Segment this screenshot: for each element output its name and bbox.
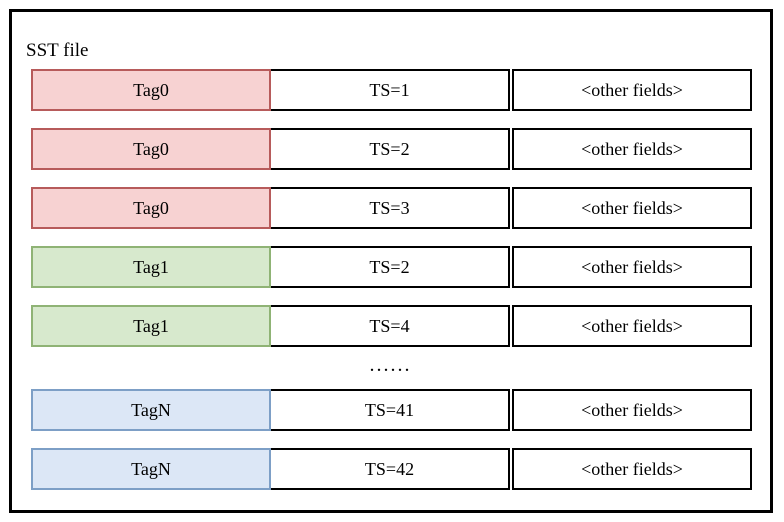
ellipsis-marker: ......: [369, 353, 412, 376]
record-row: Tag0 TS=3 <other fields>: [31, 187, 752, 229]
tag-cell: TagN: [31, 389, 271, 431]
other-fields-cell: <other fields>: [512, 187, 752, 229]
timestamp-cell: TS=4: [271, 305, 510, 347]
record-row: Tag0 TS=2 <other fields>: [31, 128, 752, 170]
timestamp-cell: TS=2: [271, 246, 510, 288]
timestamp-cell: TS=42: [271, 448, 510, 490]
record-row: Tag1 TS=2 <other fields>: [31, 246, 752, 288]
other-fields-cell: <other fields>: [512, 389, 752, 431]
other-fields-cell: <other fields>: [512, 128, 752, 170]
other-fields-cell: <other fields>: [512, 246, 752, 288]
timestamp-cell: TS=3: [271, 187, 510, 229]
tag-cell: Tag1: [31, 305, 271, 347]
timestamp-cell: TS=1: [271, 69, 510, 111]
tag-cell: Tag0: [31, 187, 271, 229]
other-fields-cell: <other fields>: [512, 69, 752, 111]
record-row: Tag1 TS=4 <other fields>: [31, 305, 752, 347]
tag-cell: Tag0: [31, 69, 271, 111]
timestamp-cell: TS=2: [271, 128, 510, 170]
record-row: Tag0 TS=1 <other fields>: [31, 69, 752, 111]
tag-cell: Tag1: [31, 246, 271, 288]
record-row: TagN TS=41 <other fields>: [31, 389, 752, 431]
other-fields-cell: <other fields>: [512, 305, 752, 347]
timestamp-cell: TS=41: [271, 389, 510, 431]
tag-cell: TagN: [31, 448, 271, 490]
sst-file-label: SST file: [26, 40, 89, 61]
other-fields-cell: <other fields>: [512, 448, 752, 490]
record-row: TagN TS=42 <other fields>: [31, 448, 752, 490]
tag-cell: Tag0: [31, 128, 271, 170]
